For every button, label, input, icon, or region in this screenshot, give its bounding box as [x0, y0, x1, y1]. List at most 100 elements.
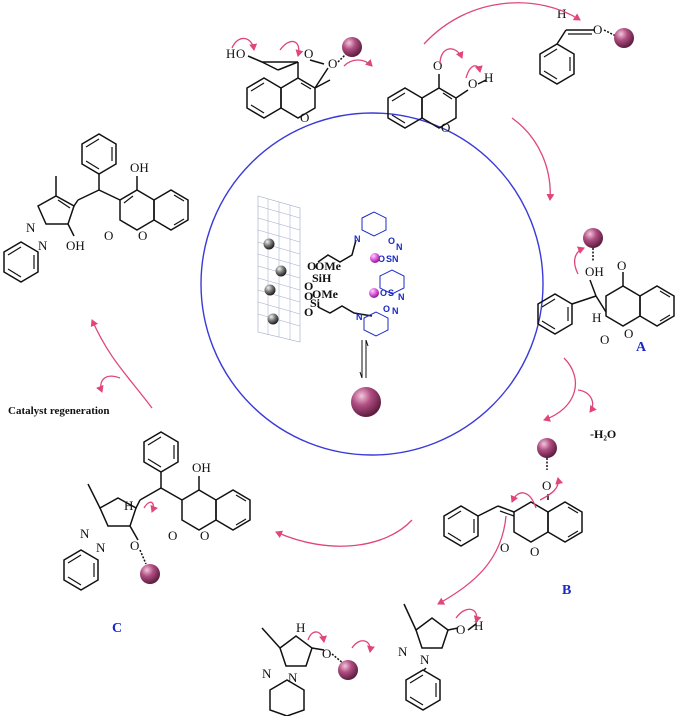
metal-complex: N O N N O S O S N N O N	[354, 211, 405, 337]
svg-text:O: O	[304, 289, 313, 303]
svg-text:N: N	[396, 242, 403, 252]
catalyst-circle	[200, 112, 544, 456]
equilibrium-arrow	[359, 339, 369, 379]
svg-text:O: O	[307, 259, 316, 273]
catalyst-regeneration-label: Catalyst regeneration	[8, 405, 110, 417]
catalyst-ball-2	[614, 28, 634, 48]
coumarin-enol: O O O H	[387, 58, 493, 135]
svg-text:O: O	[617, 258, 626, 273]
svg-text:O: O	[304, 46, 313, 61]
catalyst-ball-4	[537, 438, 557, 458]
svg-text:N: N	[420, 652, 430, 667]
water-loss-label: -H₂O	[590, 427, 616, 441]
svg-text:H: H	[484, 70, 493, 85]
svg-text:O: O	[130, 538, 139, 553]
svg-text:OMe: OMe	[312, 287, 339, 301]
svg-text:SiH: SiH	[312, 271, 332, 285]
intermediate-c: H N N O OH O O	[63, 431, 251, 591]
svg-text:O: O	[236, 46, 245, 61]
svg-text:N: N	[356, 312, 363, 322]
intermediate-a: OH H O O O	[537, 248, 675, 347]
svg-text:O: O	[624, 326, 633, 341]
product-structure: N N OH OH O O	[3, 133, 189, 283]
mech-arrows-pyr	[455, 608, 482, 623]
cycle-arrow-right-top	[511, 117, 555, 201]
grey-nanoparticles	[263, 238, 287, 325]
svg-text:O: O	[168, 528, 177, 543]
svg-text:N: N	[288, 670, 298, 685]
catalyst-ball-1	[342, 37, 362, 57]
pyrazolone-catalyst: H N N O	[261, 620, 345, 716]
svg-text:H: H	[226, 46, 235, 61]
svg-text:O: O	[530, 544, 539, 559]
svg-text:Si: Si	[310, 296, 321, 310]
svg-text:OH: OH	[66, 238, 85, 253]
label-b: B	[562, 583, 571, 598]
svg-text:O: O	[104, 228, 113, 243]
svg-text:O: O	[138, 228, 147, 243]
svg-text:O: O	[593, 22, 602, 37]
svg-text:N: N	[354, 234, 361, 244]
svg-text:N: N	[398, 292, 405, 302]
svg-text:OMe: OMe	[315, 259, 342, 273]
svg-text:O: O	[441, 120, 450, 135]
catalyst-ball-3	[583, 228, 603, 248]
b-to-pyrazolone-arrow	[437, 515, 507, 605]
intermediate-b: O O O	[443, 458, 583, 559]
svg-text:N: N	[262, 666, 272, 681]
svg-text:OH: OH	[585, 264, 604, 279]
cycle-arrow-top	[423, 2, 581, 45]
svg-text:N: N	[80, 526, 90, 541]
svg-text:OH: OH	[192, 460, 211, 475]
svg-text:H: H	[474, 618, 483, 633]
catalyst-ball-6	[140, 564, 160, 584]
dehydration-arrow	[543, 357, 597, 422]
label-c: C	[112, 621, 122, 636]
hydroxycoumarin-catalyst-complex: O H O O O	[226, 46, 347, 125]
svg-text:H: H	[592, 310, 601, 325]
svg-text:N: N	[96, 540, 106, 555]
cycle-arrow-bottom	[275, 519, 413, 547]
svg-text:O: O	[433, 58, 442, 73]
svg-text:N: N	[392, 306, 399, 316]
mech-arrows-pyr2	[307, 631, 375, 653]
svg-text:OH: OH	[130, 160, 149, 175]
pyrazolone-enol: N N O H	[398, 603, 483, 711]
svg-text:N: N	[398, 644, 408, 659]
svg-text:O: O	[468, 76, 477, 91]
svg-text:O: O	[456, 622, 465, 637]
svg-text:O: O	[322, 646, 331, 661]
mech-arrows-1	[231, 37, 304, 57]
svg-text:S: S	[386, 254, 392, 264]
svg-text:N: N	[38, 238, 48, 253]
svg-text:H: H	[296, 620, 305, 635]
benzaldehyde-catalyst: H O	[539, 6, 617, 85]
mech-arrows-b	[510, 477, 564, 509]
linker-chains	[317, 239, 373, 317]
svg-text:O: O	[388, 236, 395, 246]
mech-arrows-2	[439, 48, 483, 79]
svg-text:O: O	[500, 540, 509, 555]
regeneration-arrow	[90, 319, 153, 409]
svg-text:H: H	[124, 498, 133, 513]
svg-text:O: O	[600, 332, 609, 347]
top-equilibrium-arrow	[343, 58, 373, 67]
svg-text:N: N	[392, 254, 399, 264]
mech-arrow-c	[143, 501, 158, 513]
svg-text:O: O	[304, 305, 313, 319]
svg-text:H: H	[557, 6, 566, 21]
svg-text:O: O	[304, 279, 313, 293]
svg-text:O: O	[383, 304, 390, 314]
svg-text:N: N	[26, 220, 36, 235]
svg-text:O: O	[380, 288, 387, 298]
svg-text:O: O	[378, 254, 385, 264]
catalyst-linker-text: O OMe SiH O O OMe Si O	[304, 259, 342, 319]
catalyst-ball-center	[351, 387, 381, 417]
catalyst-ball-5	[338, 660, 358, 680]
svg-text:O: O	[300, 110, 309, 125]
svg-text:O: O	[328, 56, 337, 71]
mech-arrow-a	[573, 246, 585, 275]
svg-text:S: S	[388, 288, 394, 298]
svg-text:O: O	[200, 528, 209, 543]
